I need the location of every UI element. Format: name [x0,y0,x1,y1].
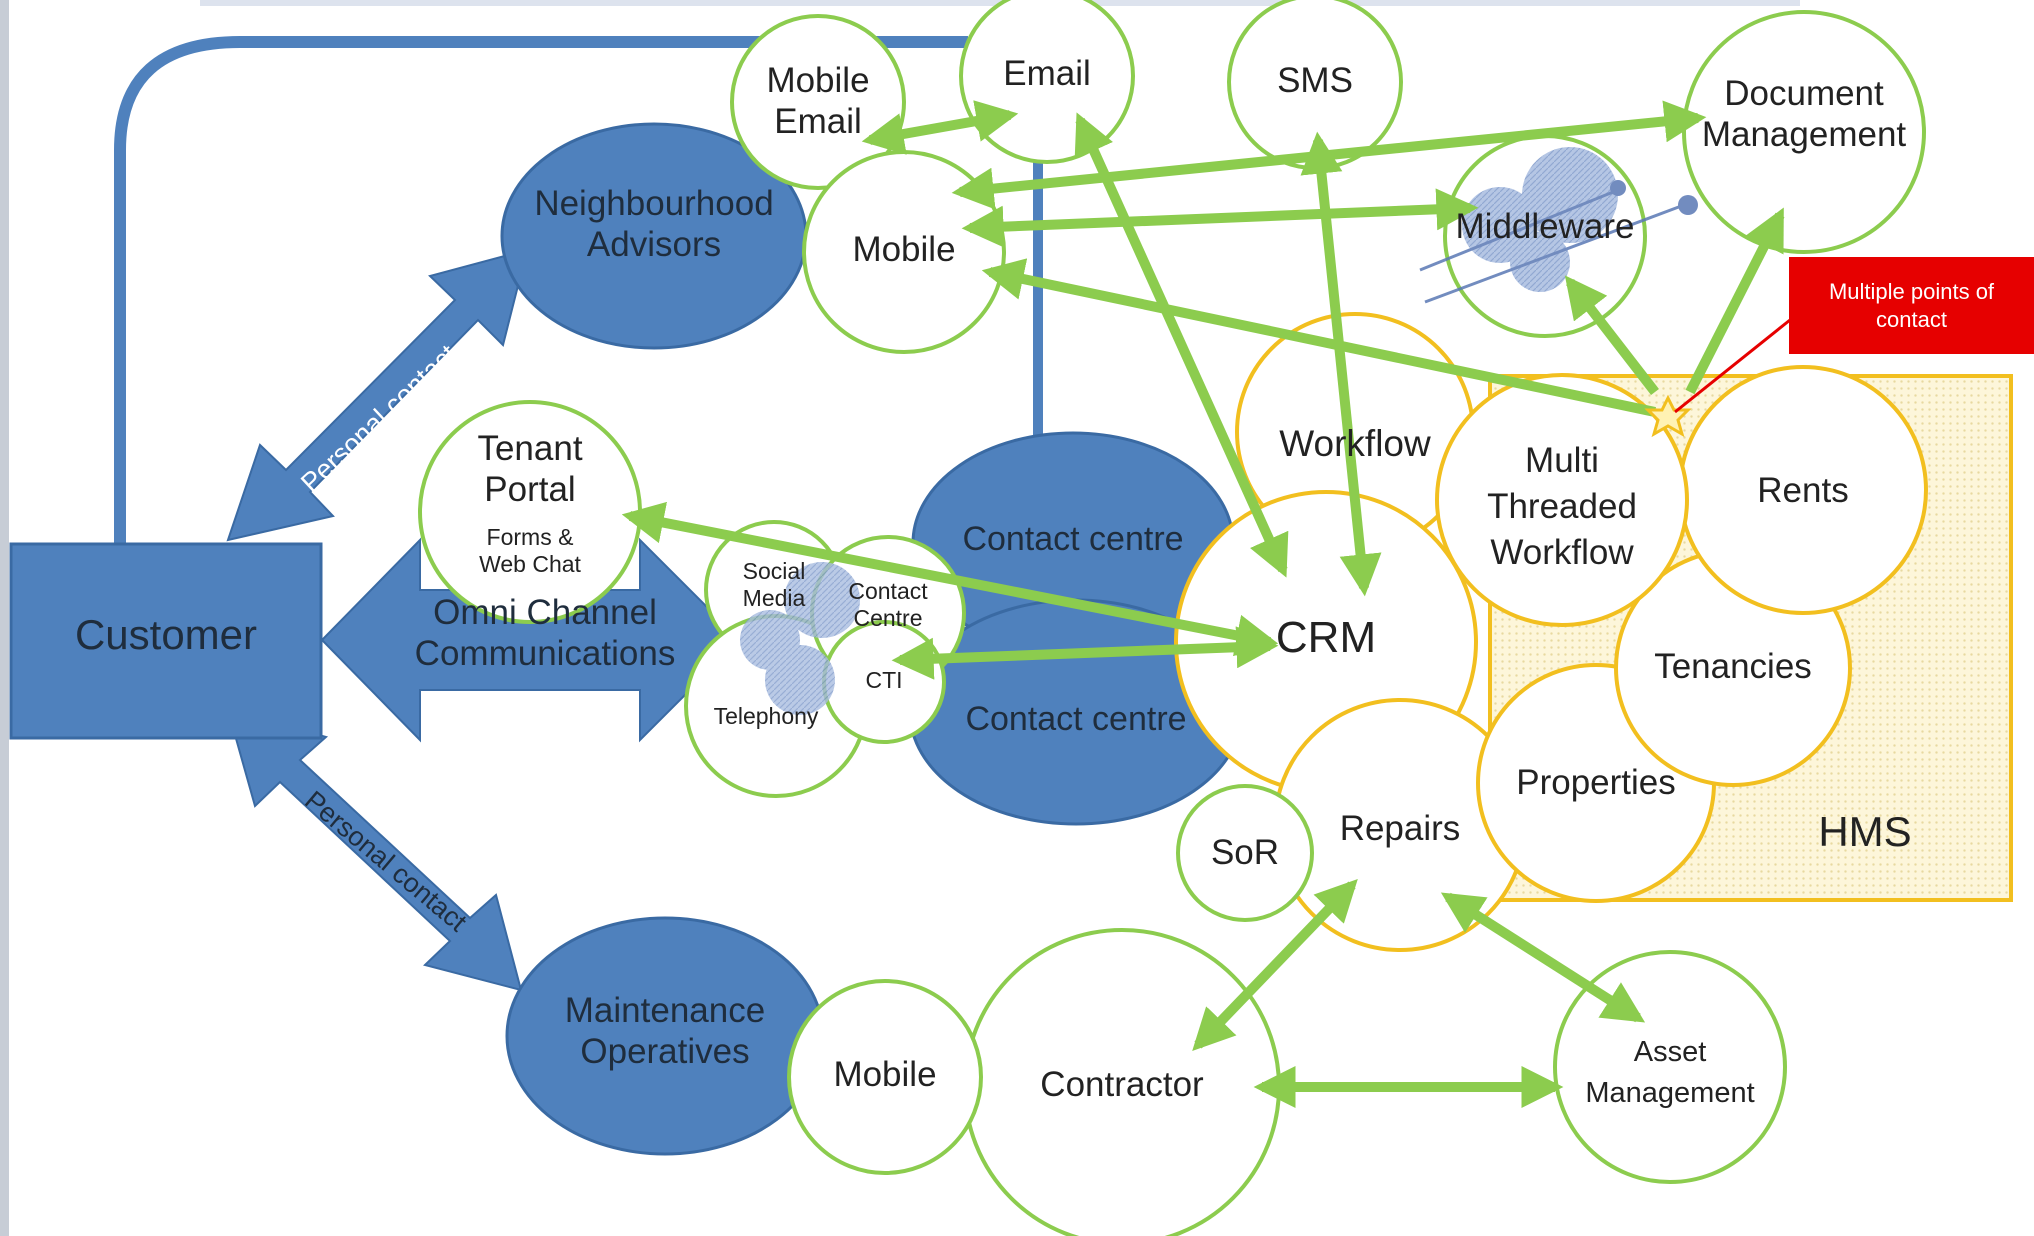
contact-centre-small-label: Contact Centre [848,578,928,632]
arrow-repairs-asset [1440,892,1646,1023]
email-label: Email [1003,54,1091,93]
properties-label: Properties [1516,763,1676,802]
tenant-portal-label: Tenant Portal [477,429,583,510]
middleware-label: Middleware [1455,207,1635,246]
left-edge-strip [0,0,9,1236]
customer-label: Customer [74,611,258,658]
arrow-tenantportal-crm [621,501,1279,657]
arrow-document-multipoint [1685,207,1785,395]
arrow-sms-crm [1300,131,1382,597]
arrow-email-crm [1074,112,1289,578]
tenancies-label: Tenancies [1654,647,1812,686]
personal-contact-lower-label: Personal contact [299,785,473,938]
arrow-cti-crm [891,626,1279,680]
multi-threaded-workflow-circle[interactable] [1435,373,1689,627]
neighbourhood-advisors-label: Neighbourhood Advisors [534,184,774,265]
maintenance-operatives-label: Maintenance Operatives [564,991,766,1072]
repairs-label: Repairs [1339,809,1461,848]
omni-channel-label: Omni Channel Communications [414,593,676,674]
asset-management-label: Asset Management [1585,1036,1755,1109]
multiple-points-star-icon [1644,394,1692,438]
callout-leader-line [1674,318,1791,414]
sor-label: SoR [1210,833,1280,872]
tenant-portal-sublabel: Forms & Web Chat [479,524,581,578]
social-media-label: Social Media [742,558,806,612]
contact-centre-lower-label: Contact centre [965,700,1187,738]
hms-label: HMS [1818,808,1912,855]
telephony-label: Telephony [713,703,819,729]
contractor-label: Contractor [1040,1065,1204,1104]
sms-label: SMS [1277,61,1353,100]
crm-label: CRM [1275,613,1377,662]
arrow-repairs-contractor [1192,878,1358,1052]
multiple-points-callout: Multiple points of contact [1789,257,2034,354]
mobile-email-label: Mobile Email [766,61,870,142]
arrow-mobile-middleware [961,188,1479,248]
workflow-label: Workflow [1279,423,1431,464]
customer-to-email-connector [114,36,968,548]
arrow-middleware-multipoint [1564,275,1659,396]
rents-label: Rents [1757,471,1849,510]
customer-box[interactable] [9,542,323,740]
contact-centre-upper-label: Contact centre [962,520,1184,558]
mobile-bottom-label: Mobile [833,1055,937,1094]
cti-label: CTI [865,667,903,693]
mobile-top-label: Mobile [852,230,956,269]
mobile-bottom-circle[interactable] [787,979,983,1175]
document-management-label: Document Management [1701,74,1907,155]
multi-threaded-workflow-label: Multi Threaded Workflow [1487,441,1637,573]
